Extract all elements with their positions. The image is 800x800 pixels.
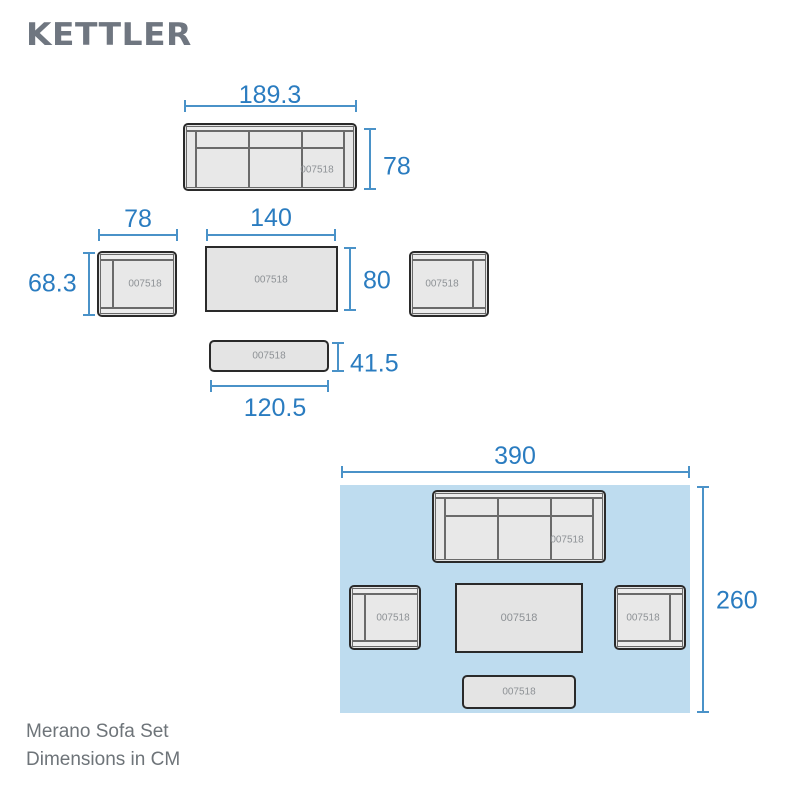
sofa-top-rail: [186, 126, 354, 131]
dim-armchair-depth-tick-bottom: [83, 314, 95, 316]
dim-plan-width-label: 390: [494, 442, 536, 470]
dim-table-width-tick-right: [334, 229, 336, 241]
dim-armchair-width-tick-right: [176, 229, 178, 241]
plan-sofa-back-cushion-1: [445, 498, 498, 516]
plan-coffee-table: 007518: [455, 583, 583, 653]
dim-armchair-depth-tick-top: [83, 252, 95, 254]
sofa-elevation: 007518: [183, 123, 357, 191]
armchair-right-top-rail: [412, 254, 486, 260]
kettler-logo: KETTLER: [26, 17, 192, 53]
dim-armchair-width-line: [98, 234, 178, 236]
plan-sofa-top-rail: [435, 493, 603, 498]
dim-plan-depth-tick-top: [697, 486, 709, 488]
dim-bench-width-label: 120.5: [243, 394, 307, 422]
armchair-right-back-panel: [473, 260, 486, 308]
armchair-left-bottom-rail: [100, 308, 174, 314]
armchair-left-back-panel: [100, 260, 113, 308]
dim-sofa-width-tick-right: [355, 100, 357, 112]
plan-armchair-left-top-rail: [352, 588, 418, 594]
dim-table-width-line: [206, 234, 336, 236]
sofa-seat-cushion-2: [249, 148, 302, 188]
dim-armchair-depth-line: [88, 252, 90, 316]
plan-armchair-left-seat-cushion: [365, 594, 418, 641]
plan-armchair-right-top-rail: [617, 588, 683, 594]
armchair-right-bottom-rail: [412, 308, 486, 314]
coffee-table-body: [205, 246, 338, 312]
dim-sofa-width-line: [184, 105, 357, 107]
dim-sofa-height-line: [369, 128, 371, 190]
dim-table-height-tick-bottom: [344, 309, 356, 311]
plan-sofa-seat-cushion-3: [551, 516, 593, 560]
dim-sofa-width-label: 189.3: [238, 81, 302, 109]
plan-sofa: 007518: [432, 490, 606, 563]
dim-armchair-width-label: 78: [124, 205, 152, 233]
plan-coffee-table-body: [455, 583, 583, 653]
dim-bench-height-line: [337, 342, 339, 372]
dim-sofa-width-tick-left: [184, 100, 186, 112]
dim-plan-width-tick-right: [688, 466, 690, 478]
dim-bench-height-tick-top: [332, 342, 344, 344]
plan-armchair-left-back-panel: [352, 594, 365, 641]
dim-sofa-height-tick-bottom: [364, 188, 376, 190]
dim-bench-width-tick-right: [327, 380, 329, 392]
dim-plan-width-line: [341, 471, 690, 473]
caption: Merano Sofa Set Dimensions in CM: [26, 718, 180, 773]
dim-table-width-tick-left: [206, 229, 208, 241]
plan-armchair-right-bottom-rail: [617, 641, 683, 647]
plan-sofa-back-cushion-2: [498, 498, 551, 516]
dim-sofa-height-tick-top: [364, 128, 376, 130]
caption-line-1: Merano Sofa Set: [26, 721, 169, 742]
plan-sofa-seat-cushion-1: [445, 516, 498, 560]
armchair-right-elevation: 007518: [409, 251, 489, 317]
coffee-table-elevation: 007518: [205, 246, 338, 312]
sofa-back-cushion-1: [196, 131, 249, 148]
plan-sofa-back-cushion-3: [551, 498, 593, 516]
dim-plan-depth-line: [702, 486, 704, 713]
dim-table-height-tick-top: [344, 247, 356, 249]
sofa-seat-cushion-3: [302, 148, 344, 188]
plan-bench-body: [462, 675, 576, 709]
plan-armchair-right-seat-cushion: [617, 594, 670, 641]
sofa-back-cushion-2: [249, 131, 302, 148]
caption-line-2: Dimensions in CM: [26, 748, 181, 770]
plan-sofa-seat-cushion-2: [498, 516, 551, 560]
dim-bench-width-line: [210, 385, 329, 387]
dim-bench-height-tick-bottom: [332, 370, 344, 372]
bench-body: [209, 340, 329, 372]
dim-table-height-label: 80: [363, 266, 391, 295]
bench-elevation: 007518: [209, 340, 329, 372]
dim-armchair-width-tick-left: [98, 229, 100, 241]
plan-armchair-right-back-panel: [670, 594, 683, 641]
armchair-left-top-rail: [100, 254, 174, 260]
dim-armchair-depth-label: 68.3: [28, 269, 77, 298]
dim-table-width-label: 140: [250, 204, 292, 232]
dim-sofa-height-label: 78: [383, 152, 411, 181]
plan-sofa-arm-left: [435, 498, 445, 560]
sofa-back-cushion-3: [302, 131, 344, 148]
plan-armchair-left-bottom-rail: [352, 641, 418, 647]
dim-plan-width-tick-left: [341, 466, 343, 478]
sofa-arm-right: [344, 131, 354, 188]
sofa-arm-left: [186, 131, 196, 188]
plan-armchair-right: 007518: [614, 585, 686, 650]
armchair-right-seat-cushion: [412, 260, 473, 308]
armchair-left-seat-cushion: [113, 260, 174, 308]
plan-bench: 007518: [462, 675, 576, 709]
plan-armchair-left: 007518: [349, 585, 421, 650]
dim-plan-depth-label: 260: [716, 586, 758, 615]
plan-sofa-arm-right: [593, 498, 603, 560]
dim-table-height-line: [349, 247, 351, 311]
dim-plan-depth-tick-bottom: [697, 711, 709, 713]
dim-bench-width-tick-left: [210, 380, 212, 392]
sofa-seat-cushion-1: [196, 148, 249, 188]
dim-bench-height-label: 41.5: [350, 349, 399, 378]
armchair-left-elevation: 007518: [97, 251, 177, 317]
